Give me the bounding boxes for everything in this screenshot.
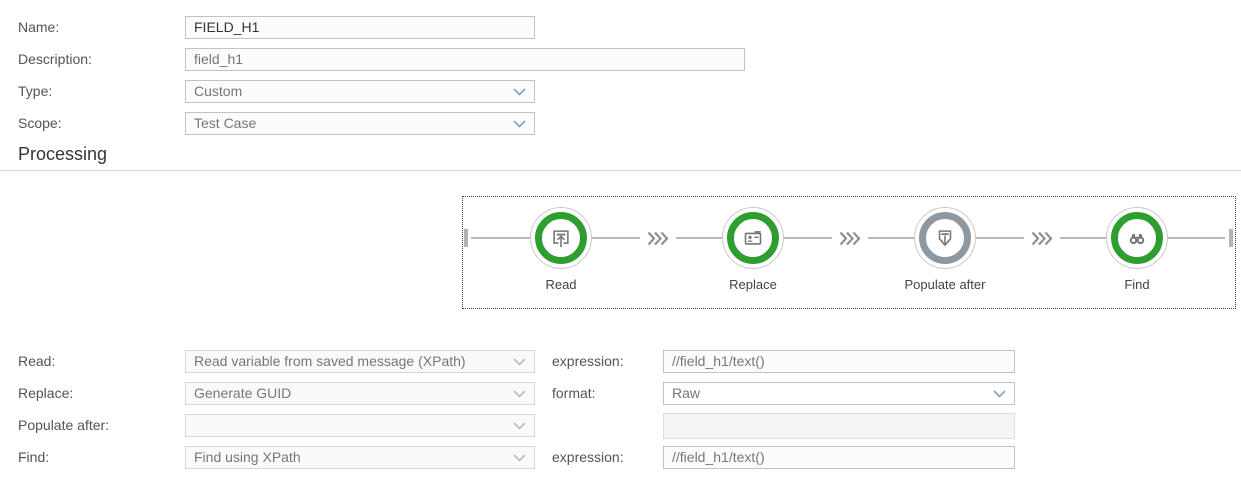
format-select[interactable]: Raw: [663, 382, 1015, 405]
find-action-select-value: Find using XPath: [194, 449, 301, 465]
replace-row-label: Replace:: [18, 385, 74, 401]
flow-node-ring: [919, 212, 971, 264]
populate-after-action-select: [185, 414, 535, 437]
name-label: Name:: [18, 19, 60, 35]
flow-scroll-left-handle[interactable]: [464, 229, 468, 247]
replace-action-select-value: Generate GUID: [194, 385, 292, 401]
find-param-label: expression:: [552, 449, 624, 465]
populate-after-row-label: Populate after:: [18, 417, 110, 433]
type-select-value: Custom: [194, 83, 243, 99]
flow-node-label: Populate after: [904, 277, 986, 292]
flow-node-read[interactable]: [530, 207, 592, 269]
scope-label: Scope:: [18, 115, 62, 131]
find-action-select: Find using XPath: [185, 446, 535, 469]
type-select[interactable]: Custom: [185, 80, 535, 103]
flow-node-label: Find: [1124, 277, 1150, 292]
chevron-down-icon: [513, 357, 526, 366]
chevron-down-icon: [993, 389, 1006, 398]
flow-node-populate-after[interactable]: [914, 207, 976, 269]
read-row-label: Read:: [18, 353, 56, 369]
scope-select[interactable]: Test Case: [185, 112, 535, 135]
chevron-down-icon: [513, 389, 526, 398]
read-param-label: expression:: [552, 353, 624, 369]
replace-param-label: format:: [552, 385, 596, 401]
description-input[interactable]: field_h1: [185, 48, 745, 71]
scope-select-value: Test Case: [194, 115, 257, 131]
read-expression-input[interactable]: //field_h1/text(): [663, 350, 1015, 373]
flow-node-ring: [727, 212, 779, 264]
flow-node-ring: [535, 212, 587, 264]
business-card-icon: [742, 227, 764, 249]
chevron-down-icon: [513, 87, 526, 96]
upload-tray-icon: [550, 227, 572, 249]
find-row-label: Find:: [18, 449, 50, 465]
section-divider: [0, 170, 1241, 171]
replace-action-select: Generate GUID: [185, 382, 535, 405]
flow-node-find[interactable]: [1106, 207, 1168, 269]
processing-section-title: Processing: [18, 144, 108, 164]
read-action-select: Read variable from saved message (XPath): [185, 350, 535, 373]
flow-node-replace[interactable]: [722, 207, 784, 269]
flow-node-label: Read: [545, 277, 577, 292]
process-flow-panel: Read Replace: [462, 196, 1236, 309]
type-label: Type:: [18, 83, 53, 99]
triple-chevron-icon: [640, 228, 676, 248]
flow-node-label: Replace: [729, 277, 777, 292]
chevron-down-icon: [513, 453, 526, 462]
flow-scroll-right-handle[interactable]: [1229, 229, 1233, 247]
description-label: Description:: [18, 51, 92, 67]
find-expression-input[interactable]: //field_h1/text(): [663, 446, 1015, 469]
download-tray-icon: [934, 227, 956, 249]
binoculars-icon: [1126, 227, 1148, 249]
triple-chevron-icon: [832, 228, 868, 248]
read-action-select-value: Read variable from saved message (XPath): [194, 353, 466, 369]
flow-node-ring: [1111, 212, 1163, 264]
populate-after-value-input: [663, 413, 1015, 439]
name-input[interactable]: FIELD_H1: [185, 16, 535, 39]
triple-chevron-icon: [1024, 228, 1060, 248]
chevron-down-icon: [513, 421, 526, 430]
chevron-down-icon: [513, 119, 526, 128]
format-select-value: Raw: [672, 385, 701, 401]
